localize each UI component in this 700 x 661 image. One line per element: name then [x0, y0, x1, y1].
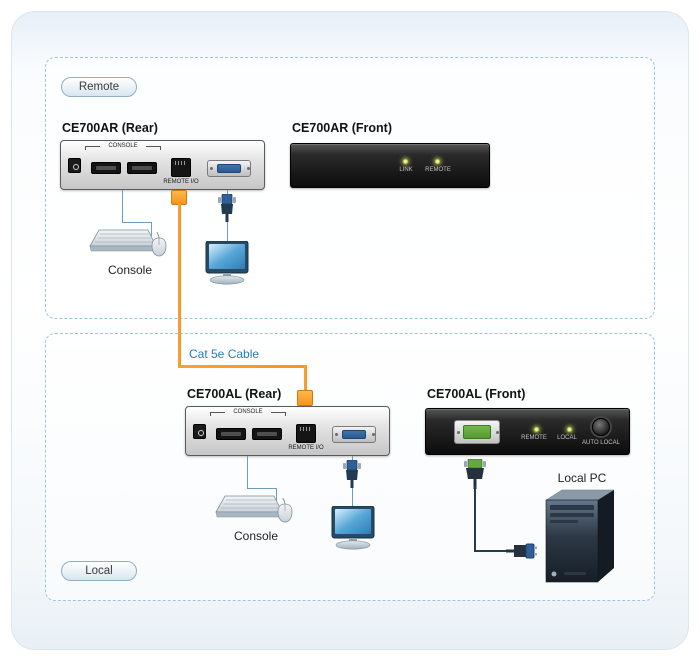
- ce700ar-rear-title: CE700AR (Rear): [62, 121, 158, 135]
- remote-io-label: REMOTE I/O: [163, 179, 199, 185]
- local-led-label: LOCAL: [557, 435, 577, 441]
- cat5e-cable-segment: [178, 365, 307, 368]
- pc-cable-line: [474, 486, 476, 552]
- local-vga-port: [454, 420, 500, 444]
- monitor-icon: [204, 240, 250, 290]
- console-cable-line: [247, 456, 248, 489]
- green-vga-plug-icon: [461, 458, 489, 494]
- vga-plug-to-pc-icon: [506, 541, 540, 566]
- monitor-icon: [330, 505, 376, 555]
- mouse-icon: [275, 497, 295, 529]
- console-ports-group-label: CONSOLE: [210, 409, 286, 416]
- auto-local-button: [592, 418, 610, 436]
- remote-zone-badge: Remote: [61, 77, 137, 97]
- remote-led: [534, 427, 539, 432]
- console-cable-line: [247, 488, 277, 489]
- ce700al-rear-title: CE700AL (Rear): [187, 387, 282, 401]
- mouse-cable-line: [276, 488, 277, 502]
- mouse-icon: [149, 231, 169, 263]
- usb-mouse-port: [127, 162, 157, 174]
- keyboard-icon: [86, 227, 160, 262]
- ce700ar-rear-device: CONSOLE REMOTE I/O: [60, 140, 265, 190]
- vga-plug-icon: [342, 459, 362, 493]
- pc-tower-icon: [540, 486, 620, 591]
- rj45-plug-icon: [297, 390, 313, 406]
- console-group-text: CONSOLE: [233, 409, 263, 415]
- console-group-text: CONSOLE: [108, 143, 138, 149]
- vga-port: [332, 426, 376, 443]
- remote-console-caption: Console: [107, 263, 153, 277]
- vga-port: [207, 160, 251, 177]
- remote-led: [435, 159, 440, 164]
- ce700al-front-device: REMOTE LOCAL AUTO LOCAL: [425, 408, 630, 455]
- cat5e-cable-segment: [304, 365, 307, 392]
- ce700ar-front-device: LINK REMOTE: [290, 143, 490, 188]
- vga-plug-icon: [217, 193, 237, 227]
- usb-mouse-port: [252, 428, 282, 440]
- console-cable-line: [122, 190, 123, 223]
- remote-led-label: REMOTE: [425, 167, 451, 173]
- remote-led-label: REMOTE: [521, 435, 547, 441]
- pc-cable-line: [474, 550, 508, 552]
- rj45-remote-io-port: [296, 424, 316, 443]
- local-pc-caption: Local PC: [557, 471, 607, 485]
- usb-keyboard-port: [216, 428, 246, 440]
- mouse-cable-line: [151, 222, 152, 236]
- link-led-label: LINK: [399, 167, 413, 173]
- rj45-remote-io-port: [171, 158, 191, 177]
- remote-io-label: REMOTE I/O: [288, 445, 324, 451]
- usb-keyboard-port: [91, 162, 121, 174]
- ce700al-front-title: CE700AL (Front): [427, 387, 526, 401]
- link-led: [403, 159, 408, 164]
- local-console-caption: Console: [233, 529, 279, 543]
- local-led: [567, 427, 572, 432]
- auto-local-label: AUTO LOCAL: [582, 440, 620, 446]
- power-jack-icon: [193, 424, 206, 439]
- ce700al-rear-device: CONSOLE REMOTE I/O: [185, 406, 390, 456]
- cat5e-cable-segment: [178, 203, 181, 367]
- console-ports-group-label: CONSOLE: [85, 143, 161, 150]
- power-jack-icon: [68, 158, 81, 173]
- cat5e-cable-label: Cat 5e Cable: [189, 347, 260, 361]
- console-cable-line: [122, 222, 152, 223]
- ce700ar-front-title: CE700AR (Front): [292, 121, 393, 135]
- local-zone-badge: Local: [61, 561, 137, 581]
